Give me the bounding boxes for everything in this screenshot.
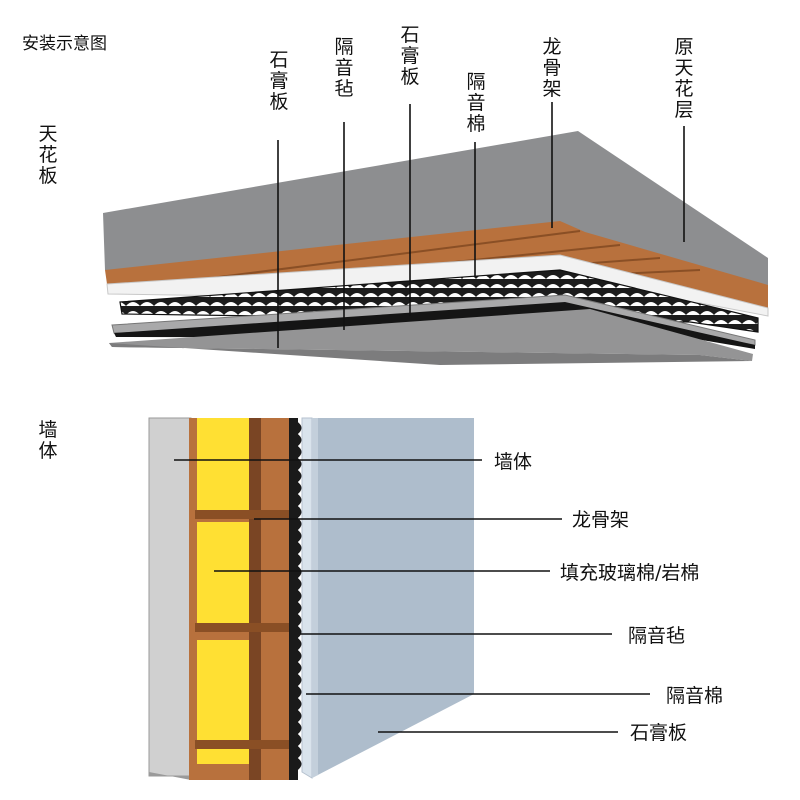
ceiling-section-label: 天花板 [38,123,58,187]
wall-assembly [148,417,474,780]
ceiling-leaders [277,102,685,348]
callout-wall-acoustic-wool: 隔音棉 [666,685,724,707]
callout-wall-gypsum-board: 石膏板 [630,722,688,744]
callout-ceiling-gypsum-1: 石膏板 [269,49,289,113]
callout-wall-joist-frame: 龙骨架 [572,509,630,531]
ceiling-gypsum-lower [109,309,753,361]
callout-wall-base: 墙体 [494,451,533,473]
wall-glass-wool-2 [197,522,249,630]
callout-ceiling-original-layer: 原天花层 [674,36,694,121]
diagram-title: 安装示意图 [22,34,107,54]
wall-battens [195,510,289,749]
ceiling-gypsum-edge [109,343,752,365]
wall-glass-wool-1 [197,418,249,514]
wall-felt-scallop [296,421,302,771]
wall-gypsum-board [312,418,474,778]
wall-stud [249,418,261,780]
callout-ceiling-acoustic-wool: 隔音棉 [466,71,486,135]
callout-ceiling-acoustic-felt: 隔音毡 [334,36,354,100]
callout-ceiling-joist-frame: 龙骨架 [542,36,562,100]
wall-base [148,417,192,777]
callout-ceiling-gypsum-2: 石膏板 [400,24,420,88]
callout-wall-acoustic-felt: 隔音毡 [628,625,686,647]
wall-leaders [174,459,650,733]
wall-felt [289,418,298,780]
wall-section-label: 墙体 [38,419,58,462]
wall-acoustic-wool [301,417,313,779]
ceiling-assembly [103,131,769,365]
callout-wall-glass-wool: 填充玻璃棉/岩棉 [560,562,700,584]
